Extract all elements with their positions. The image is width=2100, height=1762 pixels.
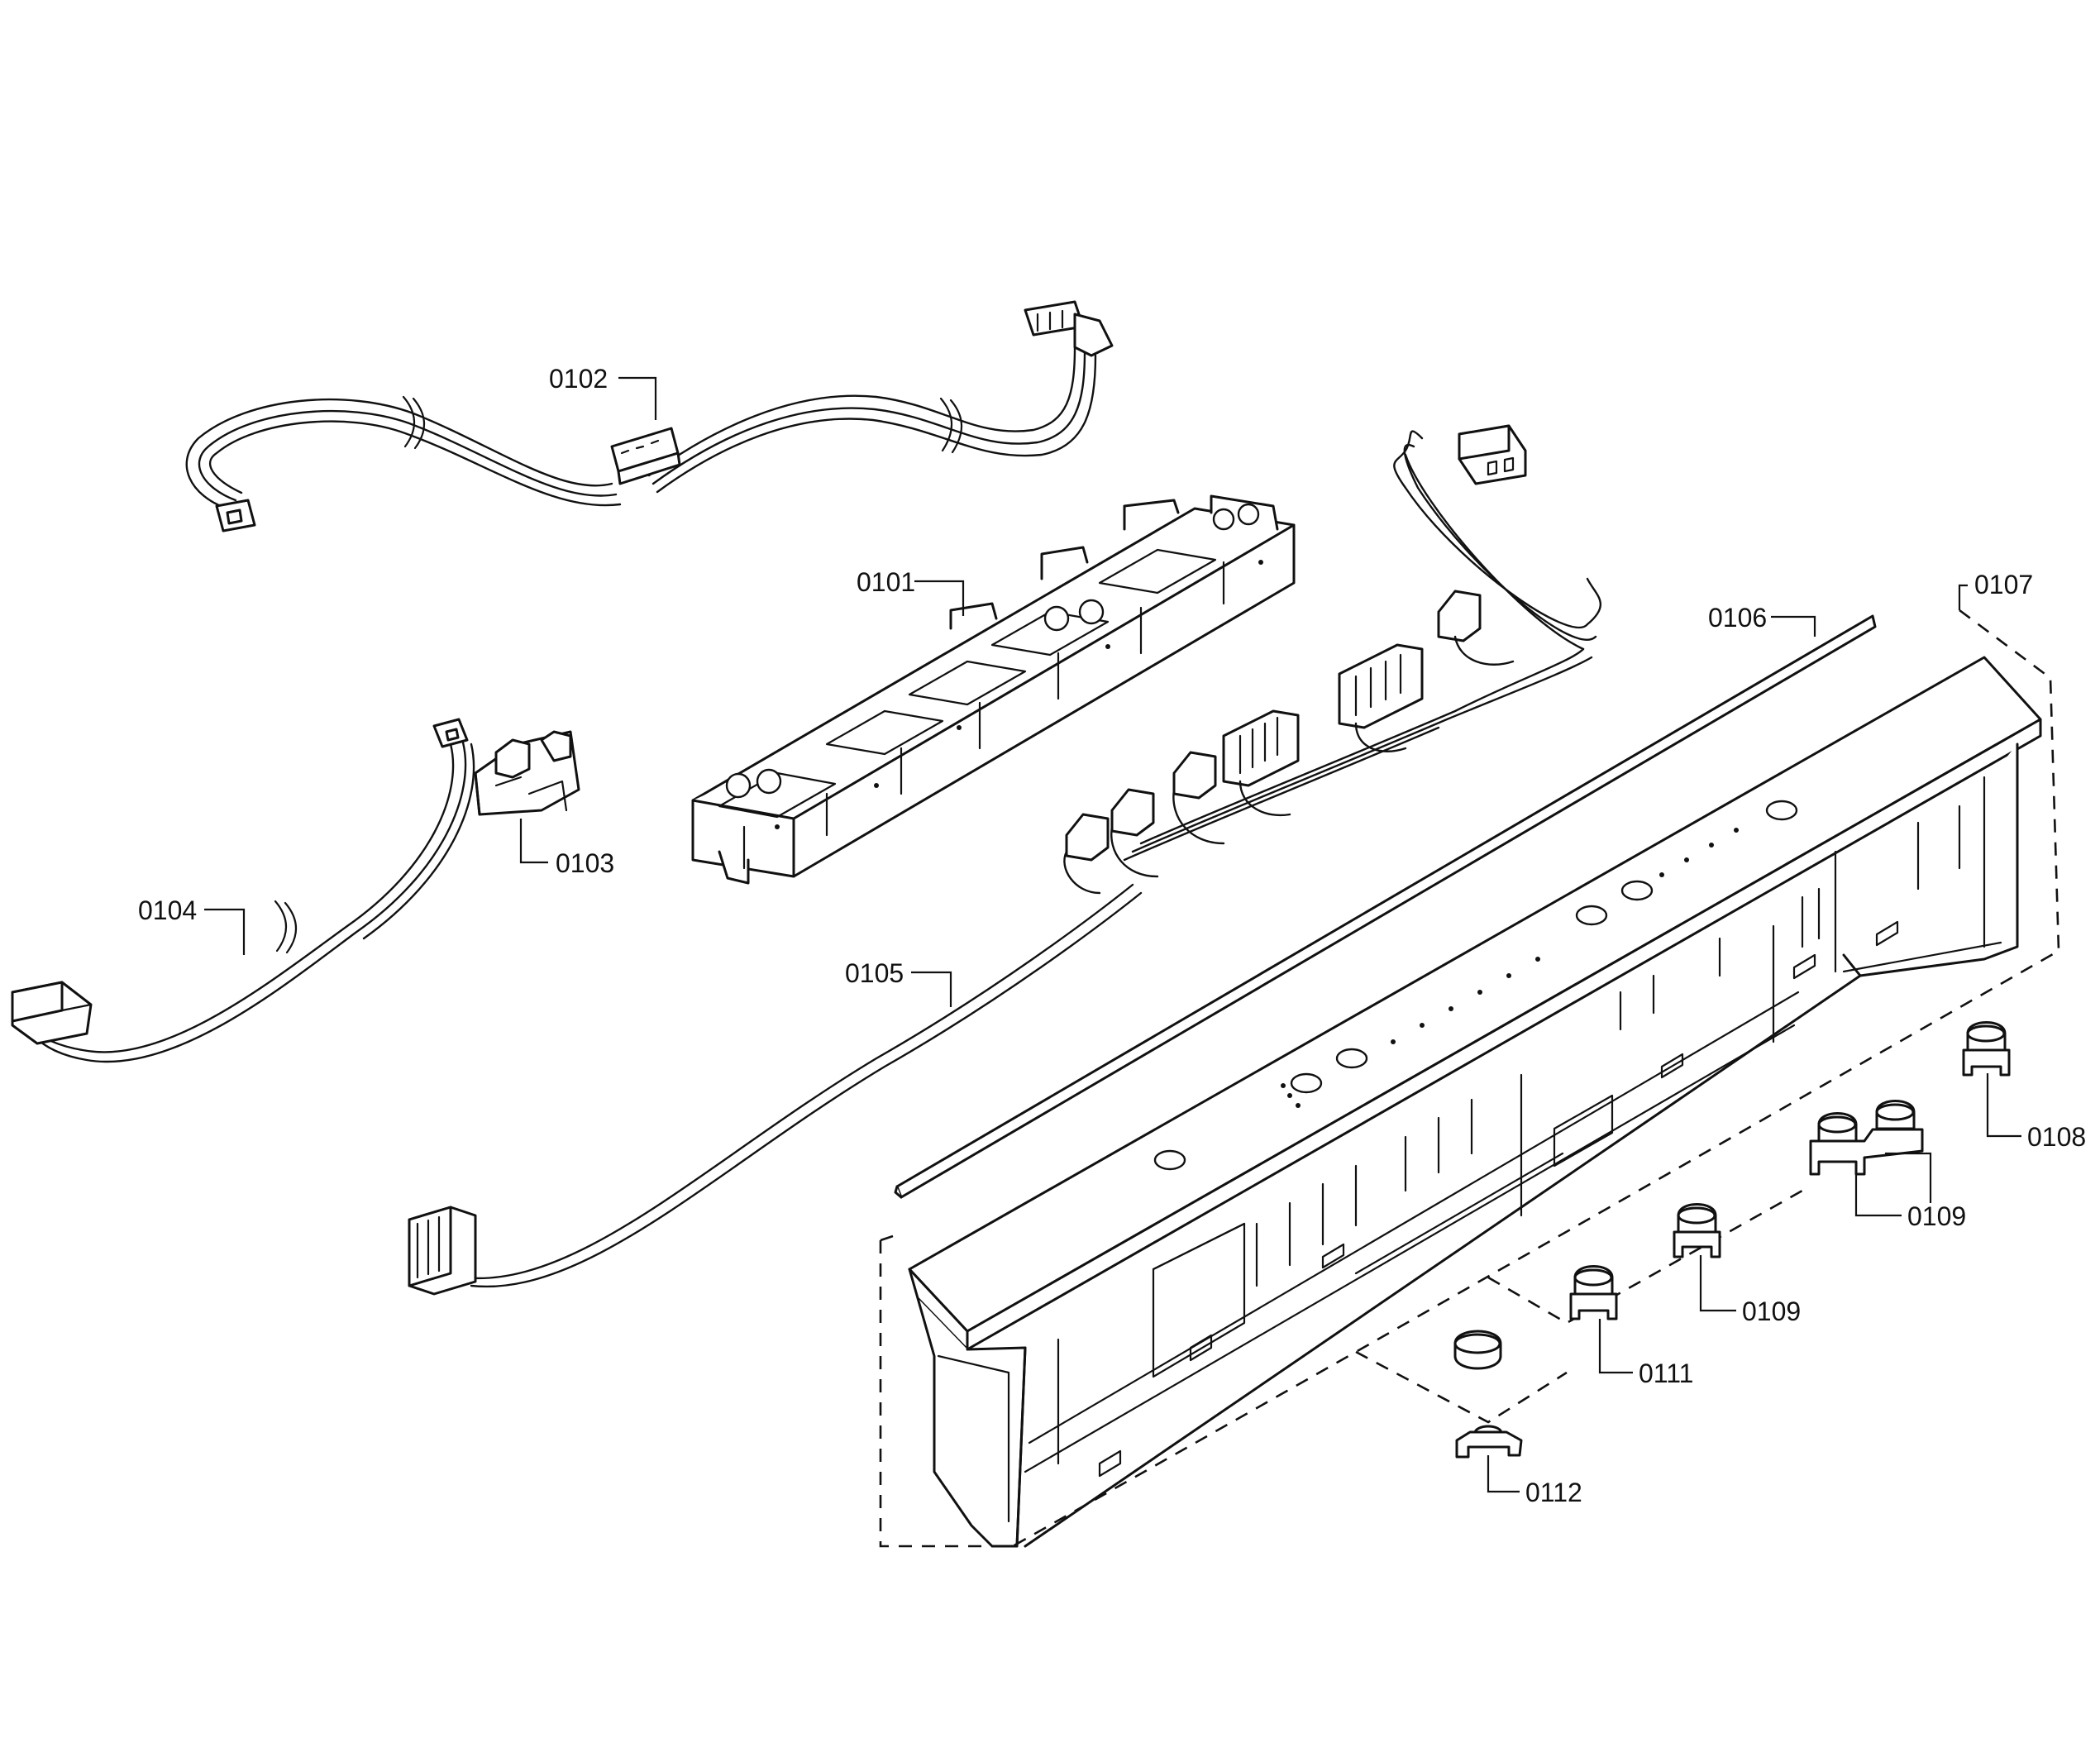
control-panel-0107	[879, 609, 2060, 1548]
label-0103: 0103	[556, 848, 614, 878]
seal-strip-0106	[894, 614, 1877, 1199]
label-0109-pair: 0109	[1907, 1201, 1966, 1231]
label-0101: 0101	[857, 567, 915, 597]
button-0109	[1673, 1203, 1721, 1258]
button-0111	[1569, 1265, 1618, 1320]
button-pair-0109	[1809, 1100, 1924, 1176]
label-0102: 0102	[549, 364, 608, 394]
label-0107: 0107	[1974, 570, 2033, 599]
ribbon-harness-0105	[408, 424, 1602, 1296]
leader-lines	[204, 376, 2021, 1493]
label-0108: 0108	[2027, 1122, 2086, 1152]
button-0108	[1962, 1021, 2011, 1077]
wire-harness-0104	[11, 718, 475, 1063]
cap	[1453, 1330, 1502, 1370]
sensor-0103	[474, 730, 580, 816]
label-0104: 0104	[138, 895, 197, 925]
wire-harness-0102	[185, 300, 1114, 532]
label-0112: 0112	[1525, 1478, 1582, 1507]
label-0105: 0105	[845, 958, 904, 988]
control-module-0101	[691, 494, 1296, 885]
part-labels: 0101 0102 0103 0104 0105 0106 0107 0108 …	[138, 364, 2086, 1507]
clip-0112	[1455, 1425, 1523, 1459]
label-0111: 0111	[1639, 1359, 1693, 1388]
label-0109-single: 0109	[1742, 1296, 1801, 1326]
label-0106: 0106	[1708, 603, 1767, 633]
